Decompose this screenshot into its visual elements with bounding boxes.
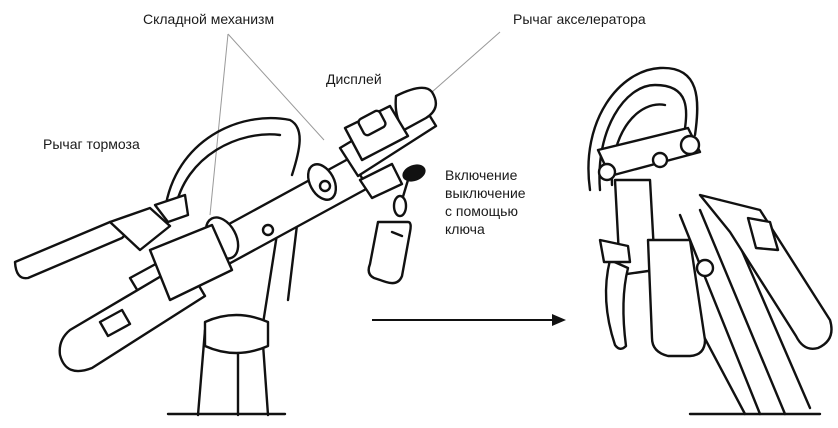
key-switch-label: Включение выключение с помощью ключа (445, 166, 526, 238)
accelerator-lever-label: Рычаг акселератора (513, 10, 646, 28)
brake-lever-label: Рычаг тормоза (43, 135, 140, 153)
folded-scooter-handlebar (588, 68, 831, 414)
key-switch-line: Включение (445, 166, 526, 184)
fold-arrow (372, 314, 566, 326)
folding-mechanism-label: Складной механизм (143, 10, 274, 28)
key-switch-line: с помощью (445, 202, 526, 220)
key-switch-line: выключение (445, 184, 526, 202)
display-label: Дисплей (326, 70, 382, 88)
key-switch-line: ключа (445, 220, 526, 238)
